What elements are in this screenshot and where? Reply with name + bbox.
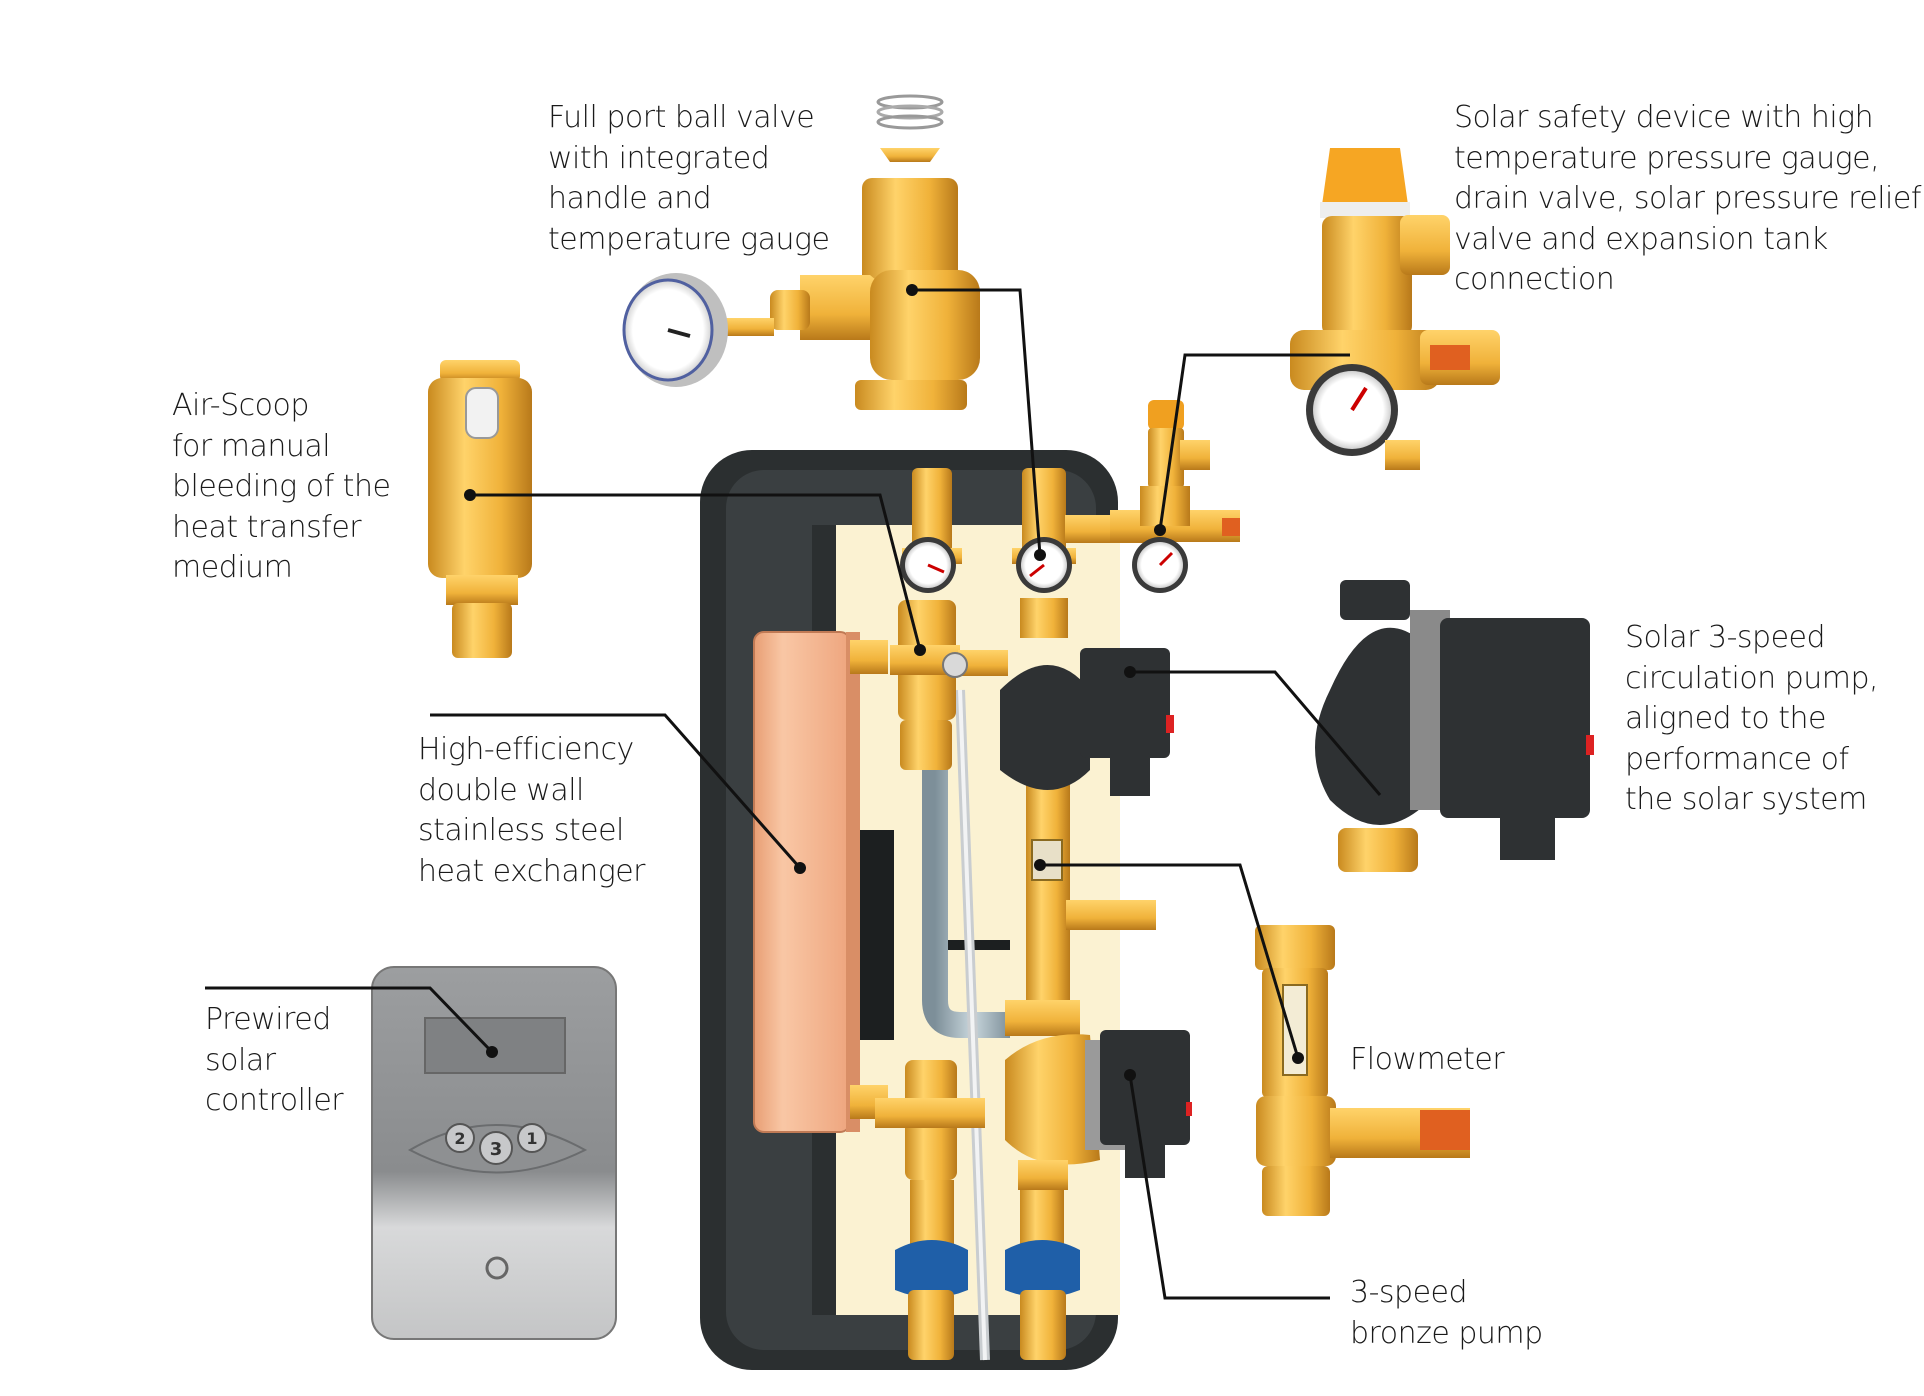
solar-controller: 2 3 1 xyxy=(371,966,617,1340)
label-line: for manual xyxy=(172,428,331,464)
label-line: drain valve, solar pressure relief xyxy=(1454,181,1921,216)
solar-circulation-pump xyxy=(1315,580,1594,872)
label-line: High-efficiency xyxy=(418,732,634,767)
spring-icon xyxy=(876,94,944,130)
label-line: aligned to the xyxy=(1625,701,1827,736)
label-flowmeter: Flowmeter xyxy=(1350,1040,1505,1081)
label-line: the solar system xyxy=(1625,782,1867,817)
label-line: Solar 3-speed xyxy=(1625,620,1826,655)
safety-device-exploded xyxy=(1290,148,1500,470)
label-line: medium xyxy=(172,550,293,585)
label-line: Full port ball valve xyxy=(548,100,815,135)
label-solar-pump: Solar 3-speed circulation pump, aligned … xyxy=(1625,618,1879,821)
label-line: Air-Scoop xyxy=(172,388,309,423)
label-line: connection xyxy=(1454,262,1615,297)
upper-pump xyxy=(1000,648,1174,796)
lower-bronze-pump xyxy=(1005,1030,1192,1190)
power-icon xyxy=(485,1256,509,1280)
label-line: Flowmeter xyxy=(1350,1042,1505,1077)
leader-dots xyxy=(464,284,1304,1081)
label-line: heat exchanger xyxy=(418,853,646,889)
label-line: circulation pump, xyxy=(1625,660,1879,696)
leader-controller xyxy=(205,986,494,1054)
flowmeter xyxy=(1255,925,1470,1216)
label-line: heat transfer xyxy=(172,509,362,545)
label-line: 3-speed xyxy=(1350,1275,1468,1310)
label-line: solar xyxy=(205,1042,276,1078)
leader-solar-pump xyxy=(1130,670,1382,796)
station-safety-valve xyxy=(1110,400,1240,593)
label-heat-exchanger: High-efficiency double wall stainless st… xyxy=(418,730,646,892)
label-line: with integrated xyxy=(548,140,770,176)
label-line: bronze pump xyxy=(1350,1315,1543,1351)
air-scoop xyxy=(428,360,532,658)
controller-button-1: 1 xyxy=(526,1129,537,1148)
leader-safety-device xyxy=(1158,353,1350,531)
leader-lines xyxy=(205,288,1382,1300)
leader-ball-valve xyxy=(912,288,1042,556)
label-bronze-pump: 3-speed bronze pump xyxy=(1350,1273,1543,1354)
label-ball-valve: Full port ball valve with integrated han… xyxy=(548,98,830,260)
label-line: bleeding of the xyxy=(172,469,391,504)
label-line: double wall xyxy=(418,772,584,808)
leader-bronze-pump xyxy=(1128,1074,1330,1300)
label-line: Solar safety device with high xyxy=(1454,100,1874,135)
label-line: temperature pressure gauge, xyxy=(1454,140,1880,176)
leader-flowmeter xyxy=(1040,863,1300,1059)
label-line: valve and expansion tank xyxy=(1454,221,1828,257)
label-air-scoop: Air-Scoop for manual bleeding of the hea… xyxy=(172,386,391,589)
label-line: handle and xyxy=(548,181,712,216)
controller-button-2: 2 xyxy=(454,1129,465,1148)
pressure-gauge-icon xyxy=(1306,364,1398,456)
label-line: controller xyxy=(205,1083,344,1118)
temperature-gauge-icon xyxy=(622,273,728,387)
label-line: Prewired xyxy=(205,1002,331,1037)
label-line: performance of xyxy=(1625,741,1849,777)
label-controller: Prewired solar controller xyxy=(205,1000,344,1122)
label-safety-device: Solar safety device with high temperatur… xyxy=(1454,98,1921,301)
controller-button-3: 3 xyxy=(490,1139,503,1160)
ball-valve-exploded xyxy=(622,94,980,410)
label-line: temperature gauge xyxy=(548,221,830,257)
label-line: stainless steel xyxy=(418,813,624,848)
leader-heat-exchanger xyxy=(430,713,802,869)
leader-air-scoop xyxy=(470,493,922,651)
